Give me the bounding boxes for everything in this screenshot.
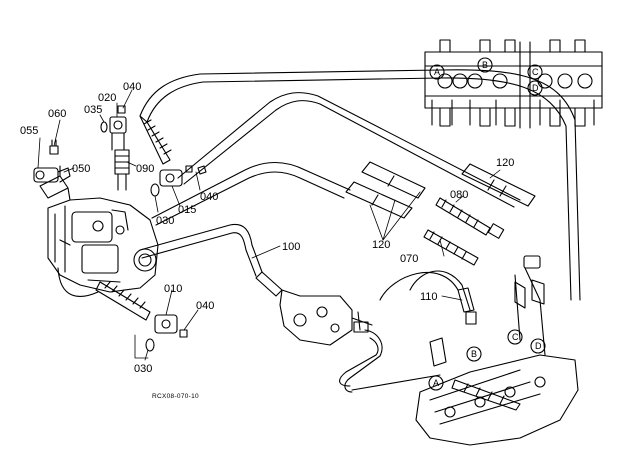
hose-right-down-2: [514, 274, 521, 341]
leader-lines: [37, 89, 501, 361]
label-040-top: 040: [123, 81, 141, 93]
cylinder-120-b: [345, 181, 413, 219]
valve-assembly-100: [255, 271, 373, 346]
label-040-bottom: 040: [196, 300, 214, 312]
oring-035: [100, 121, 108, 133]
port-letter-a-bottom: A: [433, 378, 439, 388]
label-015: 015: [178, 204, 196, 216]
fitting-110: [457, 287, 477, 325]
hose-third-inner: [155, 171, 345, 226]
port-letter-c-bottom: C: [512, 332, 519, 342]
part-labels: 040 020 035 060 055 050 090 015 040 030 …: [20, 81, 514, 375]
hose-under-valve: [351, 374, 441, 391]
port-letter-d-top: D: [532, 83, 539, 93]
fitting-020: [109, 116, 127, 151]
hose-top-outer-inner: [146, 77, 572, 301]
label-070: 070: [400, 253, 418, 265]
hose-110: [409, 270, 471, 311]
label-060: 060: [48, 108, 66, 120]
adapter-090: [114, 149, 130, 191]
label-120-right: 120: [496, 157, 514, 169]
hose-100-inner: [141, 232, 257, 277]
fitting-right-tee: [514, 255, 545, 309]
label-050: 050: [72, 163, 90, 175]
valve-top-view: [424, 39, 603, 129]
hose-right-down: [524, 267, 546, 356]
fitting-015: [159, 165, 207, 187]
hose-return-bend: [344, 329, 383, 393]
port-circles: [428, 57, 546, 391]
plug-060: [49, 139, 59, 155]
label-030-bottom: 030: [134, 363, 152, 375]
cylinder-120-a: [361, 161, 426, 199]
hose-return-bend-inner: [339, 337, 379, 387]
hose-second: [177, 92, 521, 201]
label-100: 100: [282, 241, 300, 253]
port-letter-b-bottom: B: [471, 349, 477, 359]
port-letter-c-top: C: [532, 67, 539, 77]
label-020: 020: [98, 92, 116, 104]
label-080: 080: [450, 189, 468, 201]
label-035: 035: [84, 104, 102, 116]
label-110: 110: [420, 291, 438, 303]
hose-110-b: [379, 272, 459, 301]
control-valve-body: [415, 337, 579, 446]
hose-second-inner: [183, 100, 515, 208]
label-090: 090: [136, 163, 154, 175]
hose-top-outer: [139, 69, 581, 301]
oring-030-bottom: [145, 338, 155, 352]
port-letter-d-bottom: D: [535, 341, 542, 351]
hydraulic-pump: [39, 165, 159, 293]
hose-080: [435, 197, 505, 239]
label-010: 010: [164, 283, 182, 295]
hose-end-top: [139, 115, 172, 165]
hose-070: [423, 229, 479, 266]
port-letter-a-top: A: [434, 67, 440, 77]
label-055: 055: [20, 125, 38, 137]
hose-third: [151, 162, 351, 219]
port-letter-b-top: B: [482, 60, 488, 70]
label-040-mid: 040: [200, 191, 218, 203]
plug-040-top: [117, 105, 126, 114]
label-030-mid: 030: [156, 215, 174, 227]
hose-left-loop: [57, 267, 99, 297]
port-letters: A B C D B C D A: [433, 60, 542, 388]
cylinder-120-c: [461, 163, 536, 207]
fitting-010: [154, 314, 188, 338]
label-120-center: 120: [372, 239, 390, 251]
hose-100: [139, 223, 263, 273]
fitting-050: [33, 167, 71, 183]
oring-030-top: [150, 183, 160, 197]
drawing-code: RCX08-070-10: [152, 393, 199, 400]
hose-end-bottom: [95, 281, 151, 321]
